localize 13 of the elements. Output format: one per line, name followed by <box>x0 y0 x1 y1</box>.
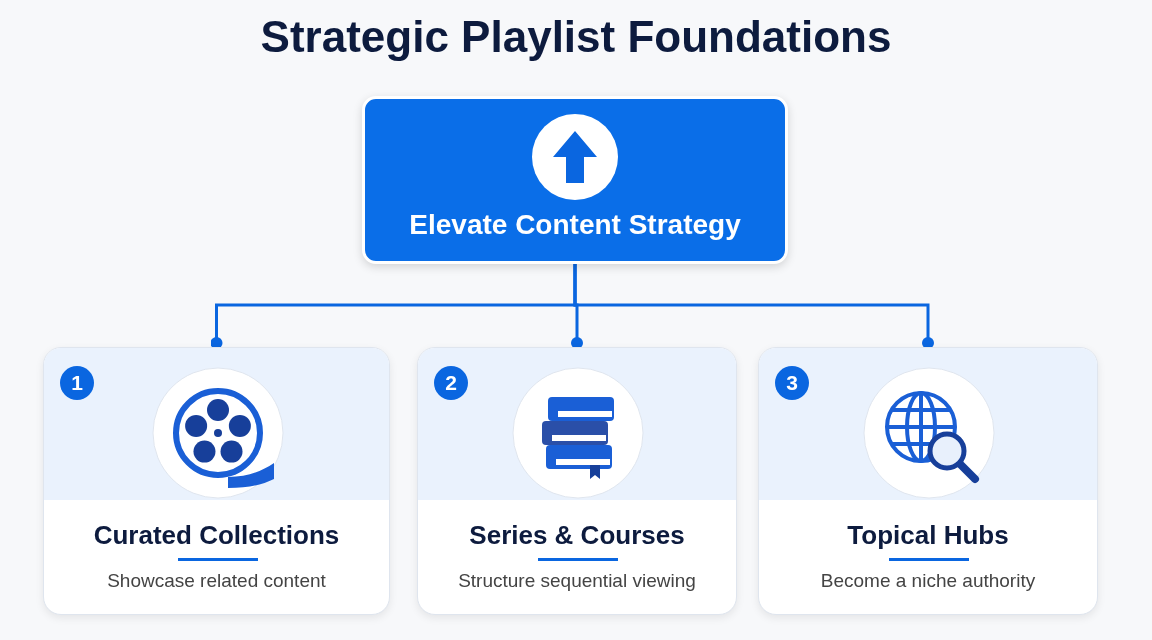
box-title: Elevate Content Strategy <box>408 209 742 241</box>
card-description: Become a niche authority <box>819 570 1037 592</box>
card-description: Showcase related content <box>106 570 327 592</box>
card-title: Curated Collections <box>92 520 341 551</box>
card-title: Series & Courses <box>468 520 686 551</box>
card-title: Topical Hubs <box>846 520 1010 551</box>
diagram-title: Strategic Playlist Foundations <box>259 12 893 62</box>
feature-card <box>43 347 390 615</box>
card-description: Structure sequential viewing <box>457 570 697 592</box>
main-goal-box <box>362 96 788 264</box>
feature-card <box>758 347 1098 615</box>
feature-card <box>417 347 737 615</box>
connector-line <box>573 264 934 349</box>
